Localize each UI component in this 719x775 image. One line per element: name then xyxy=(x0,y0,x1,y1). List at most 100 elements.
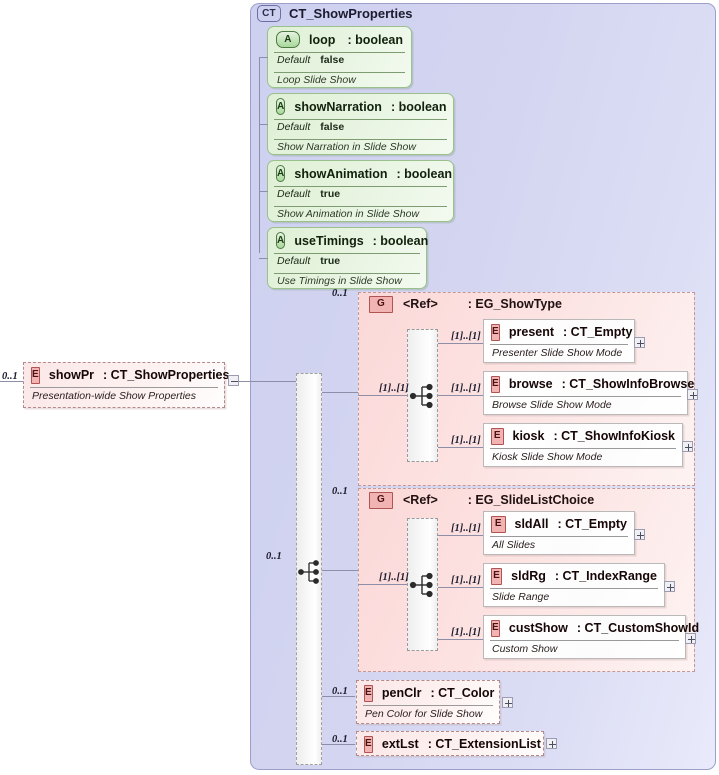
connector-seq-to-extlst xyxy=(322,744,355,745)
default-value: false xyxy=(320,121,345,133)
attribute-loop-name: loop xyxy=(309,32,336,47)
element-sldAll-name: sldAll xyxy=(514,517,549,531)
element-sldAll[interactable]: E sldAll : CT_Empty All Slides xyxy=(483,511,635,555)
divider xyxy=(274,273,420,274)
divider xyxy=(274,72,405,73)
element-present-expand-toggle[interactable] xyxy=(634,337,645,348)
element-present-occurrence: [1]..[1] xyxy=(451,331,481,342)
element-kiosk[interactable]: E kiosk : CT_ShowInfoKiosk Kiosk Slide S… xyxy=(483,423,683,467)
element-kiosk-expand-toggle[interactable] xyxy=(682,441,693,452)
element-badge-icon: E xyxy=(364,684,373,702)
divider xyxy=(490,640,679,641)
element-extLst-name: extLst xyxy=(381,737,419,751)
connector-attr-useTimings xyxy=(259,258,268,259)
attribute-showAnimation-name: showAnimation xyxy=(294,166,388,181)
attribute-useTimings-header: A useTimings : boolean xyxy=(268,228,429,253)
attribute-showNarration[interactable]: A showNarration : boolean Default false … xyxy=(267,93,454,155)
connector-attr-showAnimation xyxy=(259,191,268,192)
element-present-type: : CT_Empty xyxy=(563,325,633,339)
connector-choice-present xyxy=(438,343,483,344)
element-penClr-header: E penClr : CT_Color xyxy=(357,681,499,705)
choice-icon xyxy=(409,572,433,598)
default-value: true xyxy=(320,188,341,200)
attribute-useTimings-name: useTimings xyxy=(294,233,364,248)
group-ref-label: <Ref> xyxy=(403,297,438,311)
element-extLst-occurrence: 0..1 xyxy=(332,734,348,745)
attribute-loop-type: : boolean xyxy=(347,32,403,47)
element-showPr-type: : CT_ShowProperties xyxy=(103,368,230,382)
attribute-showAnimation-header: A showAnimation : boolean xyxy=(268,161,453,186)
element-extLst-expand-toggle[interactable] xyxy=(546,738,557,749)
default-value: true xyxy=(320,255,341,267)
default-label: Default xyxy=(277,54,311,66)
sequence-compositor[interactable] xyxy=(296,373,322,765)
element-browse-expand-toggle[interactable] xyxy=(687,389,698,400)
element-penClr-expand-toggle[interactable] xyxy=(502,697,513,708)
connector-seq-to-showtype xyxy=(322,392,358,393)
divider xyxy=(490,448,676,449)
connector-choice-sldAll xyxy=(438,535,483,536)
showpr-collapse-toggle[interactable] xyxy=(228,375,239,386)
divider xyxy=(274,139,447,140)
group-badge-icon: G xyxy=(369,491,393,509)
element-kiosk-doc: Kiosk Slide Show Mode xyxy=(492,451,603,463)
element-badge-icon: E xyxy=(364,735,373,753)
connector-into-choice-slidelist xyxy=(358,584,407,585)
element-sldRg[interactable]: E sldRg : CT_IndexRange Slide Range xyxy=(483,563,665,607)
attribute-loop-header: A loop : boolean xyxy=(268,27,411,52)
divider xyxy=(274,186,447,187)
attribute-showNarration-doc: Show Narration in Slide Show xyxy=(277,141,416,153)
attribute-useTimings-default-row: Default true xyxy=(268,254,426,273)
element-penClr[interactable]: E penClr : CT_Color Pen Color for Slide … xyxy=(356,680,500,724)
divider xyxy=(490,588,658,589)
group-EG_ShowType-type: : EG_ShowType xyxy=(467,297,562,311)
element-browse[interactable]: E browse : CT_ShowInfoBrowse Browse Slid… xyxy=(483,371,694,415)
element-badge-icon: E xyxy=(491,323,500,341)
element-custShow-type: : CT_CustomShowId xyxy=(576,621,700,635)
element-present[interactable]: E present : CT_Empty Presenter Slide Sho… xyxy=(483,319,635,363)
attribute-showNarration-name: showNarration xyxy=(294,99,382,114)
element-showPr-name: showPr xyxy=(48,368,95,382)
attribute-loop[interactable]: A loop : boolean Default false Loop Slid… xyxy=(267,26,412,88)
connector-showpr-to-sequence xyxy=(239,381,299,382)
element-badge-icon: E xyxy=(491,427,504,445)
divider xyxy=(274,119,447,120)
attribute-showAnimation[interactable]: A showAnimation : boolean Default true S… xyxy=(267,160,454,222)
divider xyxy=(490,344,628,345)
element-browse-doc: Browse Slide Show Mode xyxy=(492,399,612,411)
element-extLst-type: : CT_ExtensionList xyxy=(427,737,541,751)
attribute-useTimings-doc: Use Timings in Slide Show xyxy=(277,275,402,287)
connector-choice-custShow xyxy=(438,639,483,640)
element-browse-header: E browse : CT_ShowInfoBrowse xyxy=(484,372,694,396)
attribute-loop-doc: Loop Slide Show xyxy=(277,74,356,86)
element-penClr-occurrence: 0..1 xyxy=(332,686,348,697)
element-sldAll-expand-toggle[interactable] xyxy=(634,529,645,540)
choice-compositor-slidelist[interactable] xyxy=(407,518,438,651)
attribute-badge-icon: A xyxy=(276,232,286,249)
attribute-useTimings-type: : boolean xyxy=(372,233,429,248)
attribute-spine xyxy=(259,57,260,253)
divider xyxy=(274,253,420,254)
element-showPr[interactable]: E showPr : CT_ShowProperties Presentatio… xyxy=(23,362,229,408)
default-label: Default xyxy=(277,188,311,200)
choice-compositor-showtype[interactable] xyxy=(407,329,438,462)
element-custShow-expand-toggle[interactable] xyxy=(685,633,696,644)
element-penClr-doc: Pen Color for Slide Show xyxy=(365,708,483,720)
divider xyxy=(490,396,681,397)
element-sldAll-type: : CT_Empty xyxy=(557,517,627,531)
element-penClr-name: penClr xyxy=(381,686,422,700)
element-sldRg-doc: Slide Range xyxy=(492,591,550,603)
element-present-header: E present : CT_Empty xyxy=(484,320,634,344)
element-badge-icon: E xyxy=(491,515,506,533)
element-sldRg-expand-toggle[interactable] xyxy=(664,581,675,592)
attribute-showNarration-header: A showNarration : boolean xyxy=(268,94,453,119)
element-kiosk-occurrence: [1]..[1] xyxy=(451,435,481,446)
element-sldRg-header: E sldRg : CT_IndexRange xyxy=(484,564,664,588)
attribute-useTimings[interactable]: A useTimings : boolean Default true Use … xyxy=(267,227,429,289)
group-EG_ShowType-header: G <Ref> : EG_ShowType xyxy=(359,293,694,315)
element-custShow[interactable]: E custShow : CT_CustomShowId Custom Show xyxy=(483,615,699,659)
divider xyxy=(274,206,447,207)
element-extLst[interactable]: E extLst : CT_ExtensionList xyxy=(356,731,544,756)
element-present-name: present xyxy=(508,325,555,339)
